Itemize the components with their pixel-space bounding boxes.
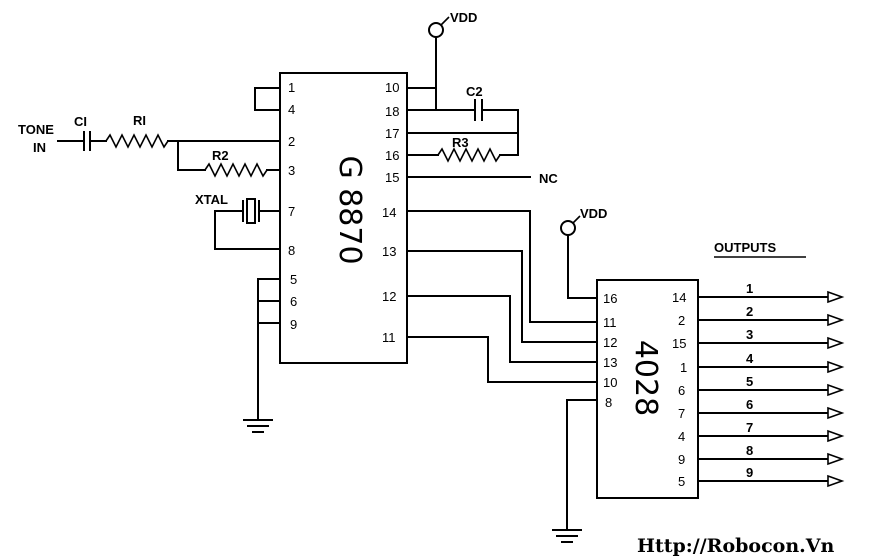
ic2-ground-wire — [566, 399, 598, 531]
ic1-pin-10: 10 — [385, 80, 399, 95]
ic2-pin-1: 1 — [680, 360, 687, 375]
ic-g8870-body — [279, 72, 408, 364]
xtal-label: XTAL — [195, 192, 228, 207]
ic2-pin-9: 9 — [678, 452, 685, 467]
ic1-pin-18: 18 — [385, 104, 399, 119]
r2-label: R2 — [212, 148, 229, 163]
output-line-4 — [697, 360, 845, 374]
ic2-pin-14: 14 — [672, 290, 686, 305]
xtal-body — [246, 198, 256, 224]
q1-line — [406, 336, 598, 383]
ground-symbol-right — [552, 529, 582, 543]
ic1-pin-12: 12 — [382, 289, 396, 304]
output-num-3: 3 — [746, 327, 753, 342]
ic2-pin-10: 10 — [603, 375, 617, 390]
output-num-4: 4 — [746, 351, 754, 366]
ic1-pin-6: 6 — [290, 294, 297, 309]
ic1-pin-7: 7 — [288, 204, 295, 219]
vdd-right-tick — [572, 215, 581, 224]
ic1-pin-11: 11 — [382, 330, 396, 345]
ic2-pin-15: 15 — [672, 336, 686, 351]
output-line-9 — [697, 474, 845, 488]
ic1-pin-14: 14 — [382, 205, 396, 220]
pin5-ground-wire — [257, 278, 281, 421]
ic-4028-label: 4028 — [628, 340, 663, 416]
output-num-1: 1 — [746, 281, 753, 296]
c2-label: C2 — [466, 84, 483, 99]
c2-right-wire — [481, 109, 519, 156]
nc-label: NC — [539, 171, 558, 186]
q3-line — [406, 250, 598, 343]
vdd-to-pin16-wire — [567, 234, 598, 299]
vdd-top-terminal — [428, 22, 444, 38]
ic2-pin-13: 13 — [603, 355, 617, 370]
output-num-6: 6 — [746, 397, 753, 412]
ic2-pin-7: 7 — [678, 406, 685, 421]
ic2-pin-12: 12 — [603, 335, 617, 350]
output-num-9: 9 — [746, 465, 753, 480]
ic1-pin-13: 13 — [382, 244, 396, 259]
vdd-right-label: VDD — [580, 206, 607, 221]
tone-label: TONE — [18, 122, 54, 137]
ic1-pin-3: 3 — [288, 163, 295, 178]
output-line-2 — [697, 313, 845, 327]
pin1-pin4-link — [254, 87, 281, 111]
r3-label: R3 — [452, 135, 469, 150]
ic1-pin-9: 9 — [290, 317, 297, 332]
output-num-7: 7 — [746, 420, 753, 435]
output-num-8: 8 — [746, 443, 753, 458]
ic1-pin-5: 5 — [290, 272, 297, 287]
ic2-pin-11: 11 — [603, 315, 617, 330]
outputs-label: OUTPUTS — [714, 240, 776, 255]
r2-resistor — [204, 162, 268, 178]
ic2-pin-5: 5 — [678, 474, 685, 489]
r3-resistor — [437, 147, 501, 163]
r2-left-wire — [177, 140, 206, 171]
ic1-pin-16: 16 — [385, 148, 399, 163]
c1-label: CI — [74, 114, 87, 129]
output-line-6 — [697, 406, 845, 420]
ground-symbol-left — [243, 419, 273, 433]
output-num-2: 2 — [746, 304, 753, 319]
output-line-8 — [697, 452, 845, 466]
ic-g8870-label: G 8870 — [332, 155, 367, 264]
ic2-pin-2: 2 — [678, 313, 685, 328]
output-line-1 — [697, 290, 845, 304]
q4-line — [406, 210, 598, 323]
r1-resistor — [105, 133, 169, 149]
ic1-pin-1: 1 — [288, 80, 295, 95]
q2-line — [406, 295, 598, 363]
ic2-pin-6: 6 — [678, 383, 685, 398]
ic1-pin-17: 17 — [385, 126, 399, 141]
r1-label: RI — [133, 113, 146, 128]
ic1-pin-8: 8 — [288, 243, 295, 258]
output-line-3 — [697, 336, 845, 350]
vdd-right-terminal — [560, 220, 576, 236]
ic2-pin-4: 4 — [678, 429, 685, 444]
xtal-to-pin8-wire — [214, 210, 281, 250]
vdd-top-tick — [440, 16, 450, 26]
output-line-5 — [697, 383, 845, 397]
ic2-pin-16: 16 — [603, 291, 617, 306]
ic1-pin-4: 4 — [288, 102, 295, 117]
vdd-top-label: VDD — [450, 10, 477, 25]
ic1-pin-2: 2 — [288, 134, 295, 149]
output-line-7 — [697, 429, 845, 443]
output-num-5: 5 — [746, 374, 753, 389]
tone-in-label: IN — [33, 140, 46, 155]
ic2-pin-8: 8 — [605, 395, 612, 410]
ic1-pin-15: 15 — [385, 170, 399, 185]
vdd-to-pin10-wire — [406, 36, 437, 89]
watermark: Http://Robocon.Vn — [637, 535, 835, 557]
